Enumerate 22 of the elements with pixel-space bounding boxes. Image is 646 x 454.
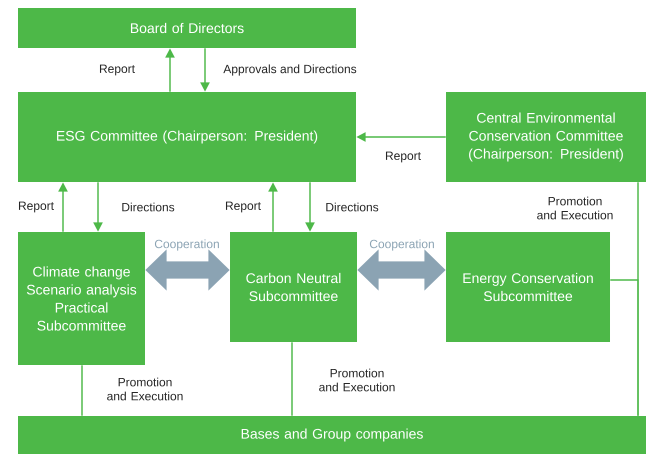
committee-box: Central Environmental Conservation Committee (Chairperson: President) (446, 92, 646, 182)
committee-box: Board of Directors (18, 8, 356, 48)
connector-line (291, 342, 293, 416)
edge-label: Report (100, 64, 135, 76)
committee-box: ESG Committee (Chairperson: President) (18, 92, 356, 182)
edge-label: Cooperation (154, 239, 219, 251)
edge-label: Report (18, 202, 54, 212)
edge-label: Promotion and Execution (107, 378, 183, 400)
connector-line (610, 279, 639, 416)
committee-box: Bases and Group companies (18, 416, 646, 454)
edge-label: Cooperation (370, 239, 434, 251)
edge-label: Promotion and Execution (319, 368, 395, 392)
committee-box: Climate change Scenario analysis Practical Subcommittee (18, 232, 145, 365)
edge-label: Report (386, 152, 421, 162)
committee-box: Carbon Neutral Subcommittee (230, 232, 357, 342)
edge-label: Directions (122, 202, 174, 212)
edge-label: Approvals and Directions (223, 64, 356, 76)
edge-label: Directions (326, 202, 378, 212)
committee-box: Energy Conservation Subcommittee (446, 232, 610, 342)
edge-label: Report (226, 202, 261, 212)
edge-label: Promotion and Execution (537, 196, 613, 220)
connector-line (81, 365, 83, 416)
